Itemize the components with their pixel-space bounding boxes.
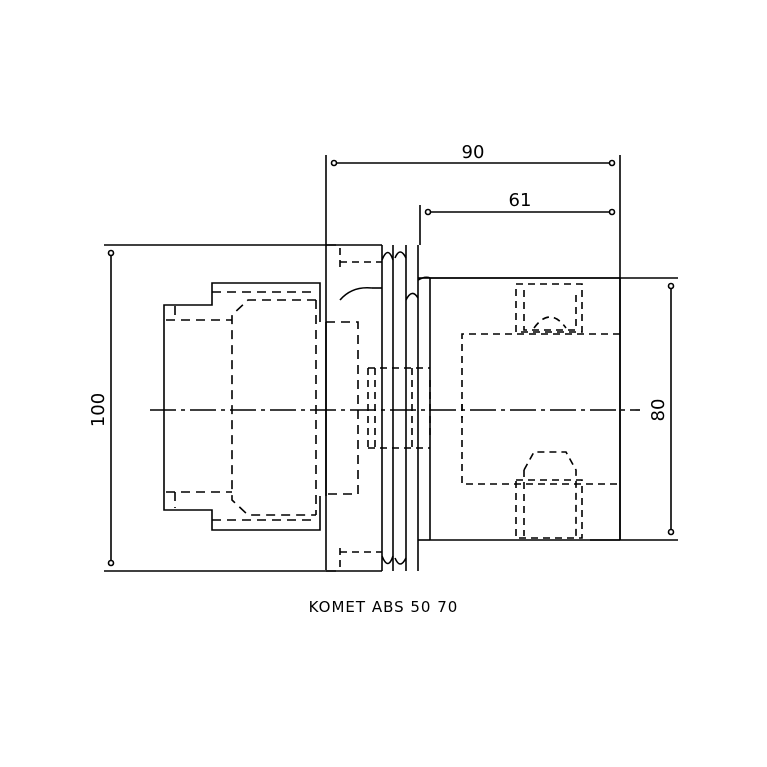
shank bbox=[429, 277, 621, 541]
flange bbox=[326, 244, 431, 572]
taper-hidden-lines bbox=[166, 291, 359, 521]
dim-label-61: 61 bbox=[509, 190, 532, 211]
shank-hidden-lines bbox=[461, 283, 620, 539]
dimension-61 bbox=[419, 205, 616, 245]
dimension-100 bbox=[104, 244, 336, 572]
dim-label-90: 90 bbox=[462, 142, 485, 163]
drawing-lines bbox=[104, 155, 678, 572]
dim-label-100: 100 bbox=[88, 393, 109, 427]
dim-label-80: 80 bbox=[648, 399, 669, 422]
drawing-caption: KOMET ABS 50 70 bbox=[308, 598, 459, 616]
taper-outline bbox=[163, 282, 327, 531]
